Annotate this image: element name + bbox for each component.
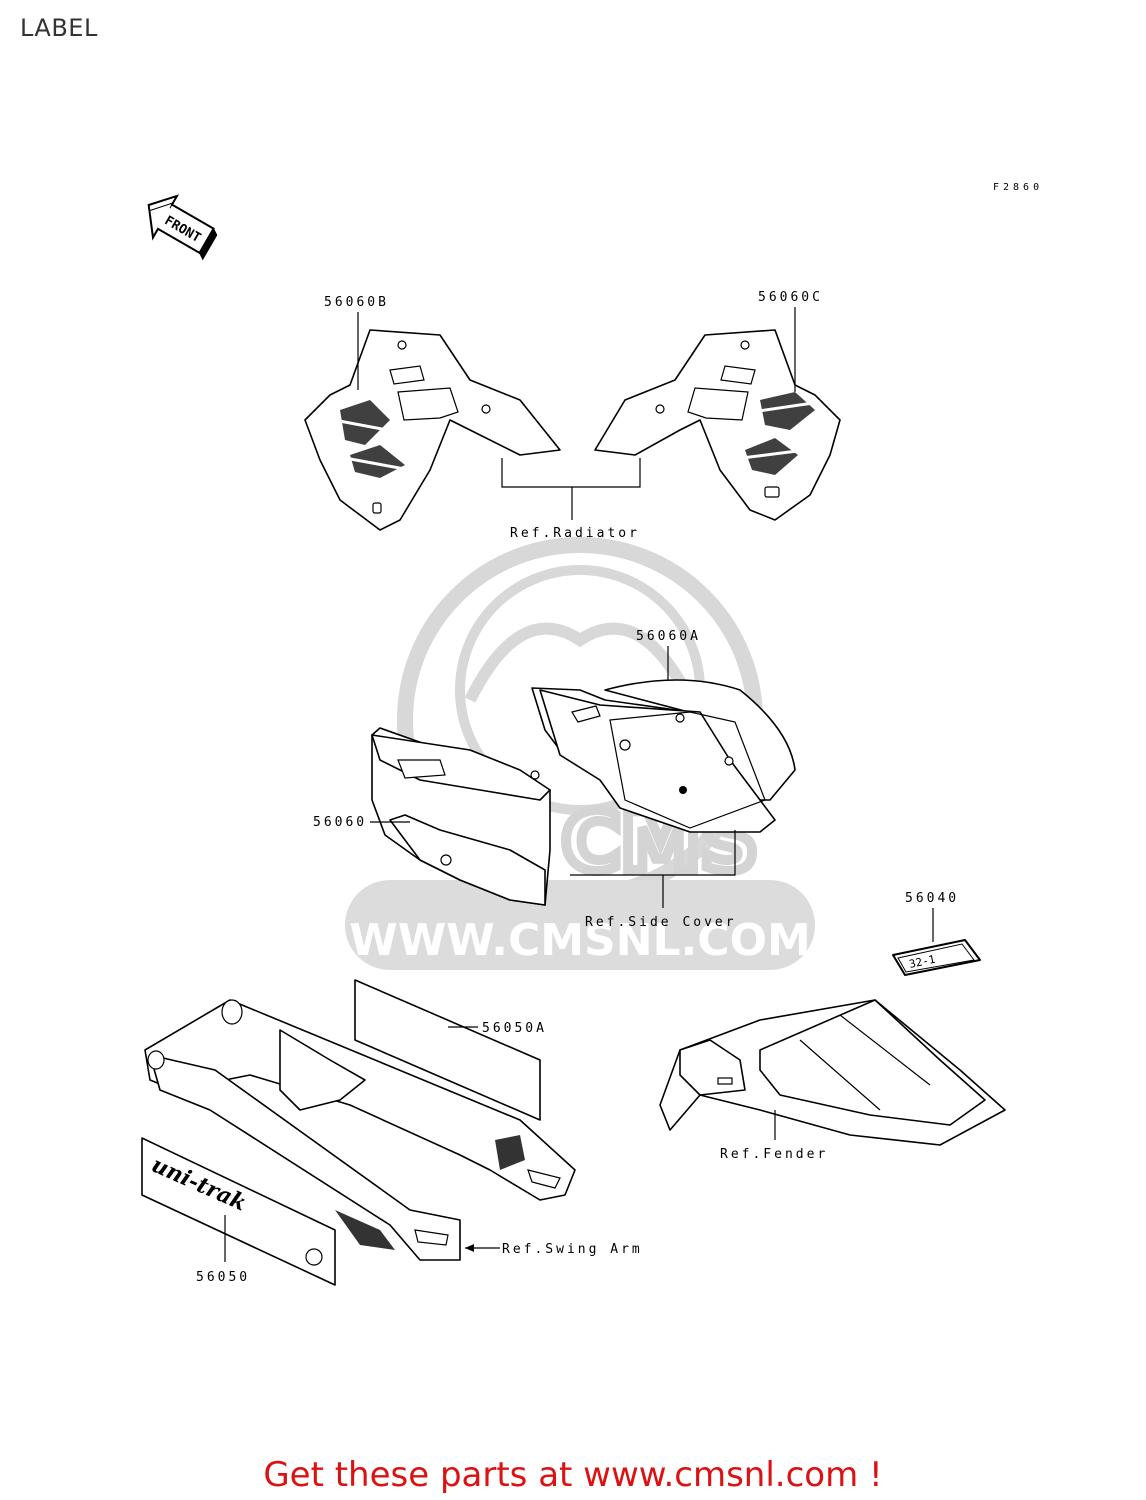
front-arrow-icon: FRONT: [147, 194, 218, 261]
watermark-banner: [345, 880, 815, 970]
callout-ref-fender: Ref.Fender: [720, 1147, 828, 1162]
callout-ref-side-cover: Ref.Side Cover: [585, 915, 737, 930]
sticker-text: 32-1: [908, 953, 937, 971]
callout-ref-radiator: Ref.Radiator: [510, 526, 640, 541]
callout-ref-swing-arm: Ref.Swing Arm: [502, 1242, 643, 1257]
swingarm-decal-56050A: [354, 979, 541, 1121]
callout-56060C: 56060C: [758, 290, 823, 305]
callout-56050: 56050: [196, 1270, 250, 1285]
callout-56050A: 56050A: [482, 1021, 547, 1036]
callout-56060: 56060: [313, 815, 367, 830]
parts-diagram: WWW.CMSNL.COM CMS F2860 FRONT 56060B: [141, 182, 1043, 1286]
left-side-cover-56060: [371, 727, 551, 906]
callout-56040: 56040: [905, 891, 959, 906]
figure-code: F2860: [993, 182, 1043, 193]
footer-cta-link[interactable]: Get these parts at www.cmsnl.com !: [263, 1455, 883, 1495]
sticker-56040: 32-1: [892, 939, 981, 976]
callout-56060A: 56060A: [636, 629, 701, 644]
left-radiator-shroud-56060B: [304, 329, 561, 531]
right-radiator-shroud-56060C: [594, 329, 841, 521]
rear-fender: [659, 999, 1006, 1146]
watermark-text: WWW.CMSNL.COM: [349, 915, 811, 966]
right-side-cover-56060A: [531, 679, 796, 833]
swing-arm: [144, 999, 576, 1261]
callout-56060B: 56060B: [324, 295, 389, 310]
page-title: LABEL: [20, 14, 98, 42]
